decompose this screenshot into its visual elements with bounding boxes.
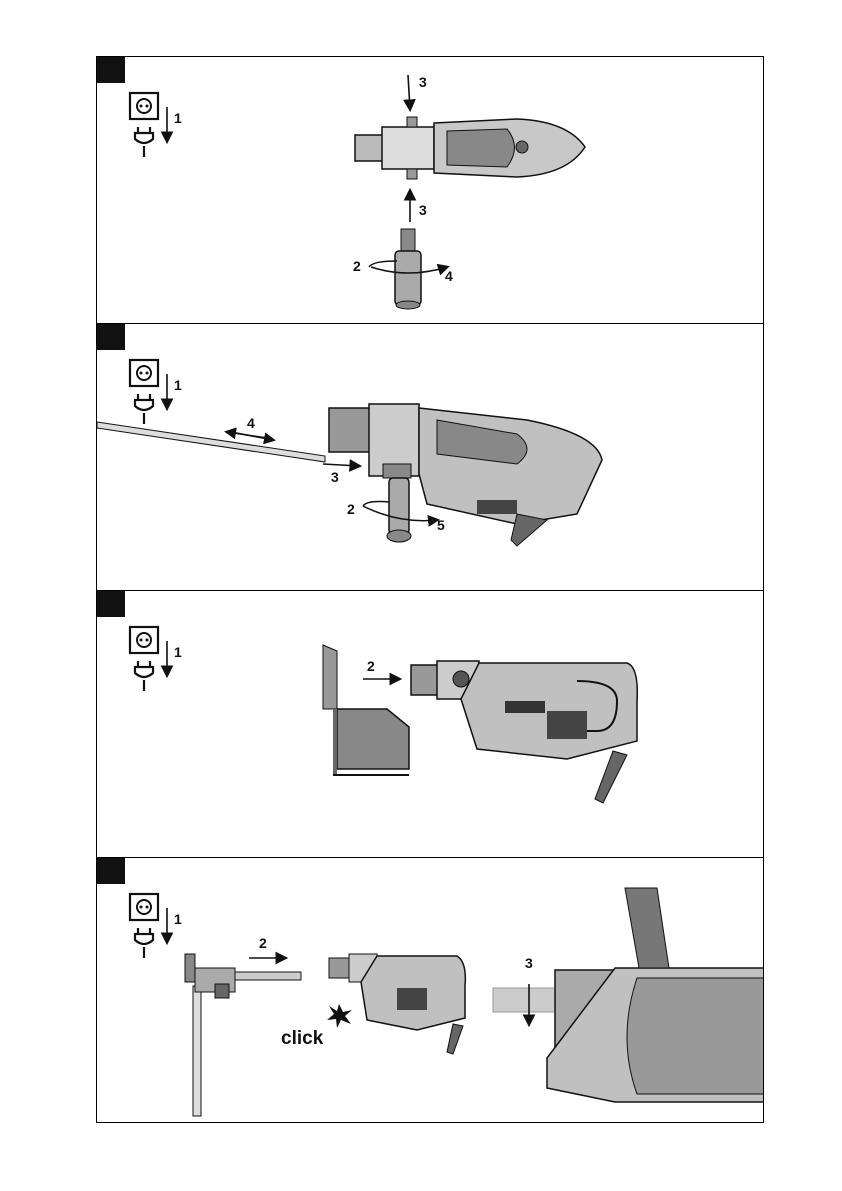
figure-1-drawing: 1 3 3 2 4 [97,57,764,324]
hammer-drill-icon [329,954,465,1054]
step-label: 2 [259,935,267,951]
step-label: 3 [419,202,427,218]
step-label: 1 [174,110,182,126]
power-socket-icon [130,894,158,958]
click-label: click [281,1028,324,1049]
step-label: 4 [247,415,255,431]
side-handle-icon [383,464,411,542]
figure-panel-1: 1 3 3 2 4 [96,56,764,324]
step-label: 1 [174,644,182,660]
side-handle-icon [395,229,421,309]
hammer-drill-icon [411,661,637,803]
hammer-drill-icon [329,404,602,546]
step-label: 5 [437,517,445,533]
figure-3-drawing: 1 2 [97,591,764,858]
click-burst-icon [327,1004,352,1028]
step-label: 2 [367,658,375,674]
dust-shield-icon [323,645,409,775]
step-label: 2 [353,258,361,274]
step-label: 4 [445,268,453,284]
power-socket-icon [130,93,158,157]
step-label: 2 [347,501,355,517]
figure-panel-2: 1 4 3 2 5 [96,323,764,591]
power-socket-icon [130,627,158,691]
figure-panel-3: 1 2 [96,590,764,858]
step-label: 3 [525,955,533,971]
step-label: 3 [331,469,339,485]
step-label: 1 [174,377,182,393]
step-label: 1 [174,911,182,927]
power-socket-icon [130,360,158,424]
figure-2-drawing: 1 4 3 2 5 [97,324,764,591]
step-label: 3 [419,74,427,90]
figure-panel-4: 1 2 click [96,857,764,1123]
figure-4-drawing: 1 2 click [97,858,764,1123]
depth-gauge-icon [97,422,325,462]
hammer-drill-icon [493,888,764,1102]
hammer-drill-icon [355,117,585,179]
